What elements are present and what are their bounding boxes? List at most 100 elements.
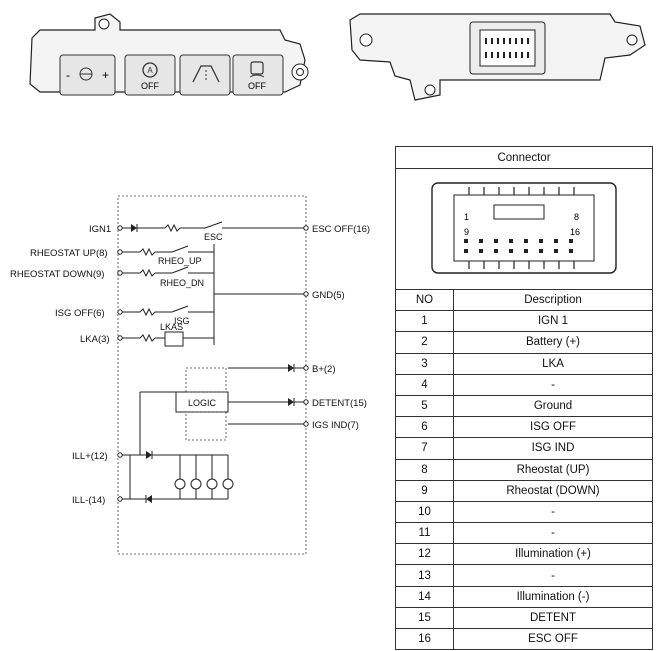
lka-icon [192, 65, 220, 83]
pin-rheostat-up-label: RHEOSTAT UP(8) [30, 248, 108, 259]
svg-text:A: A [147, 66, 153, 75]
table-row: 10- [395, 500, 653, 524]
connector-title: Connector [395, 146, 653, 169]
isg-off-text: OFF [141, 81, 159, 91]
pin-isg-off-label: ISG OFF(6) [55, 308, 105, 319]
pin-gnd-label: GND(5) [312, 290, 345, 301]
b-plus-wire [288, 364, 309, 372]
switch-lkas-label: LKAS [160, 322, 183, 332]
pin-number: 1 [395, 310, 454, 333]
esc-off-icon [249, 61, 265, 78]
connector-image: 1 8 9 16 [395, 168, 653, 290]
connector-drawing: 1 8 9 16 [431, 181, 617, 274]
pin-detent-label: DETENT(15) [312, 398, 367, 409]
pin-ill-minus-label: ILL-(14) [72, 495, 105, 506]
connector-table: Connector 1 8 9 16 [395, 146, 653, 651]
pin-description: Rheostat (DOWN) [453, 479, 653, 502]
pin-number: 2 [395, 331, 454, 354]
pin-description: Illumination (-) [453, 585, 653, 608]
logic-block: LOGIC [139, 367, 304, 455]
pin-number: 5 [395, 394, 454, 418]
pin-number: 7 [395, 437, 454, 460]
led-bank [174, 455, 234, 499]
pin-description: Illumination (+) [453, 543, 653, 566]
pin-number: 16 [395, 627, 454, 651]
rheostat-up-wire [117, 245, 214, 257]
ill-minus-wire [117, 455, 228, 503]
pin-number: 4 [395, 373, 454, 396]
rheostat-minus: - [66, 68, 70, 82]
pin-description: Battery (+) [453, 331, 653, 354]
pin-igs-ind-label: IGS IND(7) [312, 420, 359, 431]
isg-off-wire [117, 305, 214, 317]
pin-description: IGN 1 [453, 310, 653, 333]
esc-off-text: OFF [248, 81, 266, 91]
pin-lka-label: LKA(3) [80, 334, 110, 345]
pin-description: - [453, 564, 653, 587]
connector-pin-1-label: 1 [464, 212, 469, 222]
pin-number: 14 [395, 585, 454, 608]
pin-number: 8 [395, 458, 454, 481]
schematic: IGN1 ESC ESC OFF(16) RHEOSTAT UP(8) RHEO… [10, 195, 370, 555]
pin-number: 11 [395, 522, 454, 545]
switch-rheo-dn-label: RHEO_DN [160, 278, 204, 288]
pin-description: ISG OFF [453, 416, 653, 439]
isg-off-icon: A [142, 62, 158, 78]
schematic-border [117, 195, 307, 555]
table-row: 11- [395, 522, 653, 545]
pin-description: - [453, 373, 653, 396]
column-header-no: NO [395, 288, 454, 312]
gnd-bus [213, 244, 309, 345]
pin-number: 10 [395, 500, 454, 524]
pin-number: 3 [395, 352, 454, 375]
connector-pin-9-label: 9 [464, 227, 469, 237]
logic-label: LOGIC [188, 398, 217, 408]
pin-number: 15 [395, 606, 454, 630]
rheostat-lamp-icon [79, 67, 93, 81]
pin-description: Rheostat (UP) [453, 458, 653, 481]
pin-number: 12 [395, 543, 454, 566]
connector-pin-16-label: 16 [570, 227, 580, 237]
switch-module-front: - + A OFF OFF [29, 13, 309, 96]
lka-wire [117, 331, 214, 347]
pin-ign1-label: IGN1 [89, 224, 111, 235]
pin-b-plus-label: B+(2) [312, 364, 336, 375]
ign1-wire [117, 221, 309, 233]
switch-module-rear [349, 13, 646, 101]
pin-rheostat-down-label: RHEOSTAT DOWN(9) [10, 269, 104, 280]
pin-number: 13 [395, 564, 454, 587]
pin-description: Ground [453, 394, 653, 418]
switch-isg-label: ISG [174, 316, 190, 326]
switch-rheo-up-label: RHEO_UP [158, 256, 202, 266]
pin-description: DETENT [453, 606, 653, 630]
ill-plus-wire [117, 451, 228, 459]
pin-description: - [453, 500, 653, 524]
rheostat-down-wire [117, 266, 214, 278]
column-header-description: Description [453, 288, 653, 312]
pin-description: ESC OFF [453, 627, 653, 651]
pin-description: LKA [453, 352, 653, 375]
pin-esc-off-label: ESC OFF(16) [312, 224, 370, 235]
pin-description: ISG IND [453, 437, 653, 460]
table-row: 4- [395, 373, 653, 396]
pin-ill-plus-label: ILL+(12) [72, 451, 108, 462]
pin-number: 9 [395, 479, 454, 502]
detent-wire [288, 398, 309, 406]
pin-number: 6 [395, 416, 454, 439]
rheostat-plus: + [102, 68, 109, 82]
table-row: 13- [395, 564, 653, 587]
connector-pin-8-label: 8 [574, 212, 579, 222]
